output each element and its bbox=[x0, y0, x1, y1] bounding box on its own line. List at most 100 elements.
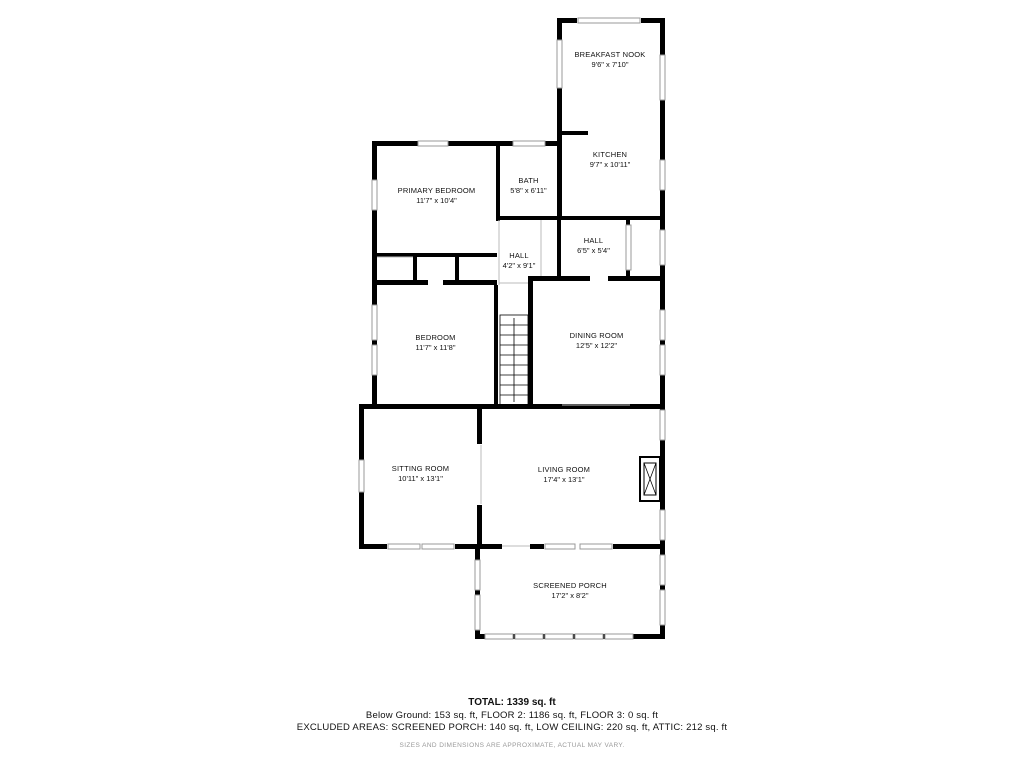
window bbox=[358, 459, 365, 493]
room-dimensions: 17'4" x 13'1" bbox=[543, 475, 585, 484]
wall-closet-c bbox=[413, 253, 459, 257]
wall-bedroom-top-b bbox=[443, 280, 497, 285]
window bbox=[512, 140, 546, 147]
window bbox=[371, 304, 378, 341]
room-name: PRIMARY BEDROOM bbox=[397, 186, 476, 195]
window bbox=[371, 179, 378, 211]
room-label-bath: BATH 5'8" x 6'11" bbox=[500, 176, 557, 196]
wall-bedroom-top-a bbox=[372, 280, 428, 285]
room-dimensions: 4'2" x 9'1" bbox=[502, 261, 536, 270]
window bbox=[577, 17, 641, 24]
room-name: LIVING ROOM bbox=[537, 465, 591, 474]
wall-living-top bbox=[480, 404, 665, 409]
wall-nook-top-left bbox=[557, 18, 577, 23]
wall-bedroom-bottom bbox=[359, 404, 499, 409]
wall-dining-left bbox=[528, 276, 533, 408]
wall-dining-top-b bbox=[608, 276, 665, 281]
wall-living-right bbox=[660, 404, 665, 549]
room-label-kitchen: KITCHEN 9'7" x 10'11" bbox=[560, 150, 660, 170]
wall-primary-left bbox=[372, 141, 377, 409]
room-dimensions: 9'7" x 10'11" bbox=[589, 160, 631, 169]
window bbox=[371, 344, 378, 376]
fireplace-icon bbox=[639, 456, 661, 502]
window bbox=[659, 409, 666, 441]
room-label-hall: HALL 4'2" x 9'1" bbox=[497, 251, 541, 271]
room-label-sitting-room: SITTING ROOM 10'11" x 13'1" bbox=[364, 464, 477, 484]
room-label-dining-room: DINING ROOM 12'5" x 12'2" bbox=[533, 331, 660, 351]
wall-porch-left bbox=[475, 549, 480, 639]
window bbox=[556, 39, 563, 89]
room-dimensions: 11'7" x 11'8" bbox=[415, 343, 456, 352]
room-label-primary-bedroom: PRIMARY BEDROOM 11'7" x 10'4" bbox=[377, 186, 496, 206]
room-name: BATH bbox=[518, 176, 539, 185]
room-label-bedroom: BEDROOM 11'7" x 11'8" bbox=[377, 333, 494, 353]
window bbox=[387, 543, 421, 550]
window bbox=[659, 309, 666, 341]
wall-bedroom-right bbox=[494, 285, 498, 407]
wall-closet-b bbox=[413, 253, 417, 283]
room-dimensions: 5'8" x 6'11" bbox=[510, 186, 547, 195]
window bbox=[625, 224, 632, 271]
wall-closet-d bbox=[455, 253, 459, 283]
wall-kitchen-stub bbox=[560, 131, 588, 135]
window bbox=[421, 543, 455, 550]
wall-bottom-c bbox=[530, 544, 544, 549]
window bbox=[604, 633, 634, 640]
wall-kitchen-bottom bbox=[557, 216, 665, 220]
window bbox=[474, 559, 481, 591]
floor-area-breakdown: Below Ground: 153 sq. ft, FLOOR 2: 1186 … bbox=[365, 710, 659, 721]
window bbox=[574, 633, 604, 640]
room-name: HALL bbox=[583, 236, 604, 245]
room-label-living-room: LIVING ROOM 17'4" x 13'1" bbox=[482, 465, 646, 485]
disclaimer: SIZES AND DIMENSIONS ARE APPROXIMATE, AC… bbox=[399, 742, 625, 749]
wall-sitting-right-b bbox=[477, 505, 482, 549]
stairs bbox=[499, 314, 529, 406]
windows bbox=[358, 17, 666, 640]
room-name: BREAKFAST NOOK bbox=[574, 50, 646, 59]
room-label-breakfast-nook: BREAKFAST NOOK 9'6" x 7'10" bbox=[560, 50, 660, 70]
window bbox=[659, 159, 666, 191]
window bbox=[417, 140, 449, 147]
total-area: TOTAL: 1339 sq. ft bbox=[468, 697, 556, 708]
window bbox=[659, 54, 666, 101]
window bbox=[659, 229, 666, 266]
excluded-areas: EXCLUDED AREAS: SCREENED PORCH: 140 sq. … bbox=[296, 722, 728, 733]
window bbox=[474, 594, 481, 631]
room-dimensions: 11'7" x 10'4" bbox=[416, 196, 457, 205]
wall-closet-e bbox=[455, 253, 497, 257]
wall-nook-right bbox=[660, 18, 665, 283]
thin-lines bbox=[377, 220, 630, 547]
room-name: SCREENED PORCH bbox=[533, 581, 607, 590]
room-dimensions: 6'5" x 5'4" bbox=[577, 246, 610, 255]
window bbox=[659, 554, 666, 586]
wall-primary-top bbox=[372, 141, 560, 146]
room-label-screened-porch: SCREENED PORCH 17'2" x 8'2" bbox=[480, 581, 660, 601]
wall-dining-top-a bbox=[528, 276, 590, 281]
window bbox=[544, 543, 576, 550]
window bbox=[659, 344, 666, 376]
window bbox=[544, 633, 574, 640]
window bbox=[659, 509, 666, 541]
wall-nook-top-right bbox=[641, 18, 665, 23]
window bbox=[514, 633, 544, 640]
room-name: SITTING ROOM bbox=[391, 464, 450, 473]
room-name: DINING ROOM bbox=[569, 331, 624, 340]
wall-primary-bath bbox=[496, 141, 500, 221]
room-dimensions: 9'6" x 7'10" bbox=[591, 60, 629, 69]
wall-bottom-a bbox=[359, 544, 387, 549]
wall-sitting-right-a bbox=[477, 404, 482, 444]
room-label-hall-2: HALL 6'5" x 5'4" bbox=[561, 236, 626, 256]
room-dimensions: 10'11" x 13'1" bbox=[398, 474, 443, 483]
wall-closet-a bbox=[377, 253, 413, 257]
window bbox=[484, 633, 514, 640]
room-dimensions: 12'5" x 12'2" bbox=[575, 341, 618, 350]
wall-dining-right bbox=[660, 276, 665, 411]
room-name: HALL bbox=[509, 251, 529, 260]
wall-bottom-b bbox=[455, 544, 502, 549]
wall-hall2-left bbox=[557, 216, 561, 278]
room-dimensions: 17'2" x 8'2" bbox=[551, 591, 589, 600]
window bbox=[659, 589, 666, 626]
wall-nook-left bbox=[557, 18, 562, 218]
wall-bath-bottom bbox=[500, 216, 560, 220]
